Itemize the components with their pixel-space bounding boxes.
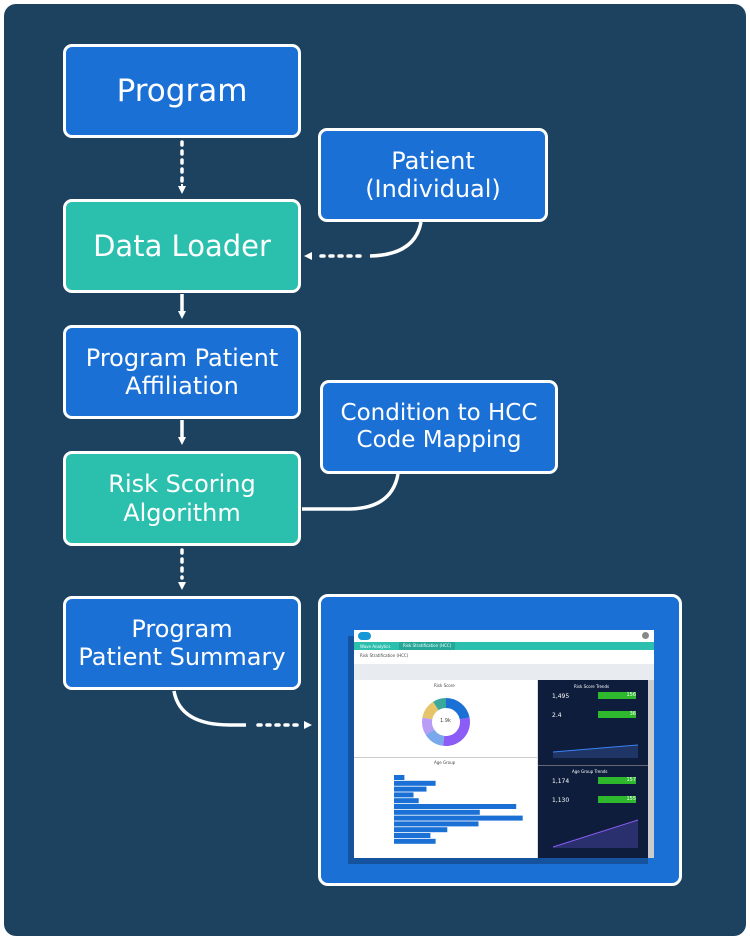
tab-wave-analytics[interactable]: Wave Analytics [360, 644, 391, 649]
metric-badge: 36 [598, 711, 636, 718]
donut-slice [442, 717, 470, 746]
dashboard-app: Wave Analytics Risk Stratification (HCC)… [354, 630, 654, 858]
donut-slice [433, 698, 446, 711]
node-data-loader: Data Loader [63, 199, 301, 293]
metric-badge: 155 [598, 796, 636, 803]
node-label: Patient (Individual) [365, 146, 501, 203]
age-bar [394, 804, 517, 809]
metric-value: 1,495 [552, 693, 570, 700]
chart-title: Age Group [434, 760, 456, 765]
node-program: Program [63, 44, 301, 138]
age-bar [394, 792, 414, 798]
arrow-patient-to-loader [369, 221, 423, 258]
node-patient: Patient (Individual) [318, 128, 548, 222]
node-program-patient-affiliation: Program Patient Affiliation [63, 325, 301, 419]
app-header [354, 630, 654, 642]
tab-risk-stratification[interactable]: Risk Stratification (HCC) [399, 642, 456, 650]
dashboard-screenshot: Wave Analytics Risk Stratification (HCC)… [318, 594, 682, 886]
chart-title: Risk Score [434, 683, 455, 688]
arrow-summary-to-dashboard [172, 690, 246, 727]
scrollbar[interactable] [648, 680, 654, 858]
age-bar [394, 827, 448, 833]
metric-value: 1,130 [552, 797, 570, 804]
donut-slice [422, 717, 435, 735]
page-title: Risk Stratification (HCC) [360, 653, 409, 658]
age-bar [394, 838, 436, 844]
age-bar [394, 833, 431, 838]
node-label: Risk Scoring Algorithm [108, 470, 256, 527]
filter-bar [354, 664, 654, 680]
panel-title: Risk Score Trends [574, 684, 610, 689]
donut-center-value: 1.9k [440, 718, 451, 724]
age-bar [394, 786, 427, 792]
age-bar [394, 780, 436, 786]
avatar[interactable] [642, 632, 649, 639]
donut-slice [446, 698, 470, 720]
node-program-patient-summary: Program Patient Summary [63, 596, 301, 690]
node-label: Data Loader [93, 228, 271, 263]
risk-trend-line [552, 744, 639, 758]
age-bar [394, 809, 480, 815]
donut-chart [422, 698, 470, 746]
node-condition-hcc-mapping: Condition to HCC Code Mapping [320, 380, 558, 474]
age-bar [394, 815, 523, 821]
right-panel: Risk Score Trends 1,495 156 2.4 36 Age G… [538, 680, 648, 858]
node-label: Program Patient Summary [78, 614, 286, 671]
panel-title: Age Group Trends [572, 769, 608, 774]
age-trend-line [552, 819, 639, 848]
donut-slice [425, 729, 445, 746]
node-label: Condition to HCC Code Mapping [340, 399, 538, 453]
node-risk-scoring-algorithm: Risk Scoring Algorithm [63, 451, 301, 546]
node-label: Program [116, 72, 248, 109]
tab-bar: Wave Analytics Risk Stratification (HCC) [354, 642, 654, 650]
line-hcc-to-risk [302, 473, 400, 511]
donut-slice [422, 701, 439, 720]
age-bar [394, 821, 479, 827]
left-panel: Risk Score 1.9k Age Group [354, 680, 538, 858]
metric-value: 2.4 [552, 712, 562, 719]
age-bar [394, 798, 419, 804]
bar-chart [394, 775, 523, 844]
node-label: Program Patient Affiliation [85, 343, 279, 400]
metric-badge: 157 [598, 777, 636, 784]
age-bar [394, 775, 405, 780]
metric-value: 1,174 [552, 778, 570, 785]
cloud-logo-icon [358, 632, 371, 640]
metric-badge: 156 [598, 692, 636, 699]
